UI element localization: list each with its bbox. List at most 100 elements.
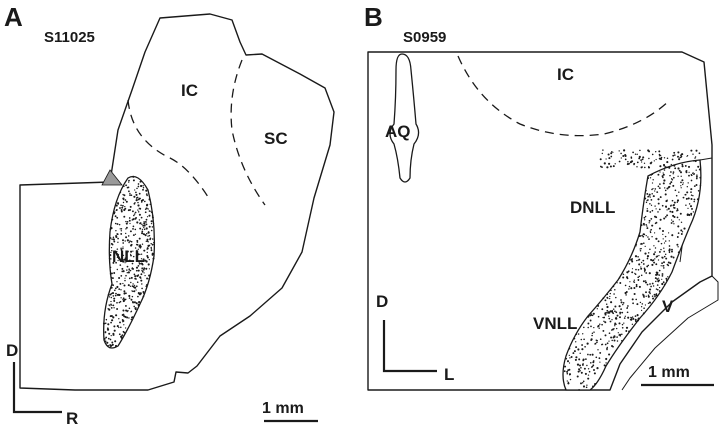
- panel-b-lateral-tract: [621, 275, 719, 391]
- stipple-dot: [118, 223, 121, 226]
- stipple-dot: [127, 284, 130, 287]
- stipple-dot: [675, 194, 678, 197]
- stipple-dot: [140, 184, 143, 188]
- stipple-dot: [670, 181, 673, 184]
- stipple-dot: [673, 151, 676, 154]
- stipple-dot: [685, 197, 688, 200]
- stipple-dot: [115, 261, 117, 264]
- stipple-dot: [661, 275, 664, 277]
- stipple-dot: [146, 251, 148, 254]
- stipple-dot: [645, 295, 647, 298]
- stipple-dot: [661, 256, 663, 258]
- stipple-dot: [619, 313, 621, 315]
- stipple-dot: [141, 230, 144, 233]
- stipple-dot: [620, 152, 622, 155]
- panel-b-label-dnll: DNLL: [570, 198, 615, 217]
- stipple-dot: [621, 311, 624, 314]
- stipple-dot: [631, 316, 634, 318]
- stipple-dot: [142, 291, 145, 293]
- stipple-dot: [142, 233, 145, 236]
- stipple-dot: [642, 312, 645, 315]
- stipple-dot: [619, 282, 622, 284]
- stipple-dot: [664, 235, 667, 238]
- stipple-dot: [670, 163, 672, 166]
- panel-a-label-sc: SC: [264, 129, 288, 148]
- stipple-dot: [670, 219, 673, 221]
- stipple-dot: [120, 248, 123, 251]
- stipple-dot: [680, 181, 682, 184]
- stipple-dot: [572, 352, 575, 355]
- stipple-dot: [640, 242, 643, 245]
- stipple-dot: [645, 272, 648, 274]
- stipple-dot: [578, 364, 582, 367]
- stipple-dot: [139, 276, 142, 279]
- stipple-dot: [690, 188, 693, 191]
- stipple-dot: [136, 221, 139, 224]
- stipple-dot: [566, 380, 568, 382]
- stipple-dot: [672, 204, 675, 207]
- stipple-dot: [635, 298, 637, 301]
- stipple-dot: [659, 196, 662, 199]
- stipple-dot: [118, 333, 121, 336]
- stipple-dot: [676, 236, 679, 238]
- stipple-dot: [662, 173, 665, 176]
- stipple-dot: [665, 279, 668, 282]
- stipple-dot: [694, 157, 696, 159]
- stipple-dot: [669, 210, 672, 213]
- stipple-dot: [653, 160, 655, 162]
- stipple-dot: [133, 301, 136, 304]
- stipple-dot: [699, 184, 702, 187]
- stipple-dot: [677, 232, 680, 234]
- stipple-dot: [608, 310, 610, 313]
- stipple-dot: [129, 253, 132, 256]
- stipple-dot: [649, 231, 652, 234]
- stipple-dot: [589, 314, 591, 317]
- stipple-dot: [638, 275, 641, 278]
- stipple-dot: [657, 202, 660, 205]
- stipple-dot: [603, 316, 606, 319]
- stipple-dot: [663, 247, 665, 249]
- stipple-dot: [634, 318, 637, 321]
- stipple-dot: [125, 184, 128, 187]
- stipple-dot: [681, 163, 684, 166]
- stipple-dot: [135, 269, 138, 272]
- stipple-dot: [141, 262, 144, 265]
- stipple-dot: [583, 326, 585, 329]
- stipple-dot: [651, 209, 654, 212]
- stipple-dot: [115, 230, 117, 232]
- stipple-dot: [614, 325, 616, 327]
- stipple-dot: [145, 189, 148, 192]
- stipple-dot: [660, 265, 662, 267]
- stipple-dot: [657, 280, 660, 283]
- stipple-dot: [666, 161, 669, 164]
- stipple-dot: [129, 230, 132, 233]
- stipple-dot: [619, 316, 621, 319]
- stipple-dot: [649, 283, 651, 285]
- stipple-dot: [138, 219, 141, 221]
- stipple-dot: [137, 201, 139, 204]
- stipple-dot: [692, 211, 695, 213]
- stipple-dot: [139, 245, 142, 248]
- stipple-dot: [591, 314, 594, 317]
- stipple-dot: [145, 233, 148, 235]
- stipple-dot: [147, 208, 149, 210]
- stipple-dot: [134, 217, 137, 220]
- stipple-dot: [123, 194, 126, 197]
- stipple-dot: [668, 240, 670, 242]
- stipple-dot: [655, 293, 658, 295]
- stipple-dot: [650, 228, 653, 231]
- stipple-dot: [631, 160, 634, 163]
- stipple-dot: [646, 255, 649, 258]
- stipple-dot: [676, 208, 679, 210]
- stipple-dot: [598, 327, 600, 329]
- stipple-dot: [676, 216, 679, 219]
- stipple-dot: [690, 197, 693, 201]
- stipple-dot: [128, 219, 131, 222]
- stipple-dot: [566, 370, 569, 373]
- stipple-dot: [140, 273, 143, 276]
- stipple-dot: [665, 206, 667, 208]
- stipple-dot: [590, 325, 592, 328]
- stipple-dot: [575, 341, 577, 343]
- stipple-dot: [593, 369, 595, 371]
- stipple-dot: [648, 219, 651, 222]
